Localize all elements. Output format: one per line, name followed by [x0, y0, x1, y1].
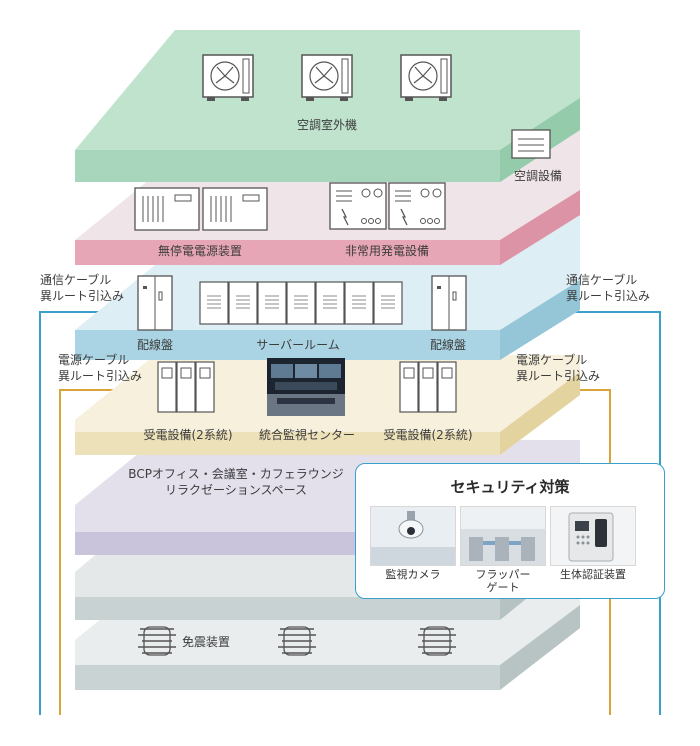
power-receiving-right-label: 受電設備(2系統): [383, 428, 473, 442]
comm-cable-right-line1: 通信ケーブル: [566, 273, 638, 287]
power-receiving-left-label: 受電設備(2系統): [143, 428, 233, 442]
office-label: BCPオフィス・会議室・カフェラウンジ リラクゼーションスペース: [128, 466, 343, 498]
gate-caption: フラッパー ゲート: [453, 568, 553, 594]
generator-icon: [329, 182, 387, 230]
fingerprint-scanner-icon: [551, 507, 635, 565]
floor-roof: [75, 30, 580, 182]
roof-label: 空調室外機: [296, 118, 358, 132]
office-label-line2: リラクゼーションスペース: [164, 483, 308, 497]
distribution-panel-left-icon: [137, 275, 173, 331]
seismic-isolator-icon: [418, 626, 456, 656]
monitoring-center-photo: [267, 358, 345, 416]
ac-outdoor-unit-icon: [400, 54, 452, 101]
power-cable-right-line1: 電源ケーブル: [516, 353, 588, 367]
ac-indoor-unit-icon: [511, 129, 551, 159]
gate-caption-line1: フラッパー: [475, 568, 531, 581]
distribution-panel-right-icon: [431, 275, 467, 331]
ac-outdoor-unit-icon: [202, 54, 254, 101]
flapper-gate-photo: [460, 506, 546, 566]
office-label-line1: BCPオフィス・会議室・カフェラウンジ: [128, 467, 344, 481]
seismic-isolator-icon: [138, 626, 176, 656]
camera-icon: [371, 507, 455, 565]
comm-cable-left-line2: 異ルート引込み: [40, 289, 125, 303]
power-cable-left-line2: 異ルート引込み: [58, 369, 143, 383]
power-cable-left-label: 電源ケーブル 異ルート引込み: [58, 352, 142, 384]
generator-label: 非常用発電設備: [344, 244, 430, 258]
power-cable-left-line1: 電源ケーブル: [58, 353, 130, 367]
comm-cable-right-line2: 異ルート引込み: [566, 289, 651, 303]
surveillance-camera-photo: [370, 506, 456, 566]
security-title: セキュリティ対策: [450, 478, 570, 496]
distribution-right-label: 配線盤: [429, 338, 467, 352]
ups-label: 無停電電源装置: [157, 244, 243, 258]
gate-caption-line2: ゲート: [486, 581, 520, 594]
ac-outdoor-unit-icon: [301, 54, 353, 101]
biometric-caption: 生体認証装置: [560, 568, 626, 581]
distribution-left-label: 配線盤: [136, 338, 174, 352]
comm-cable-right-label: 通信ケーブル 異ルート引込み: [566, 272, 650, 304]
gate-icon: [461, 507, 545, 565]
server-racks-icon: [199, 281, 403, 325]
seismic-isolator-icon: [278, 626, 316, 656]
power-cable-right-label: 電源ケーブル 異ルート引込み: [516, 352, 600, 384]
ac-equipment-label: 空調設備: [514, 169, 563, 183]
power-receiving-right-icon: [399, 361, 457, 413]
ups-unit-icon: [202, 187, 268, 231]
comm-cable-left-label: 通信ケーブル 異ルート引込み: [40, 272, 124, 304]
server-room-label: サーバールーム: [256, 338, 340, 352]
camera-caption: 監視カメラ: [385, 568, 441, 581]
generator-icon: [388, 182, 446, 230]
power-receiving-left-icon: [157, 361, 215, 413]
comm-cable-left-line1: 通信ケーブル: [40, 273, 112, 287]
power-cable-right-line2: 異ルート引込み: [516, 369, 601, 383]
security-panel: セキュリティ対策 監視カメラ フラッパー: [355, 463, 665, 599]
seismic-label: 免震装置: [182, 635, 231, 649]
biometric-device-photo: [550, 506, 636, 566]
monitoring-center-label: 統合監視センター: [258, 428, 356, 442]
ups-unit-icon: [134, 187, 200, 231]
